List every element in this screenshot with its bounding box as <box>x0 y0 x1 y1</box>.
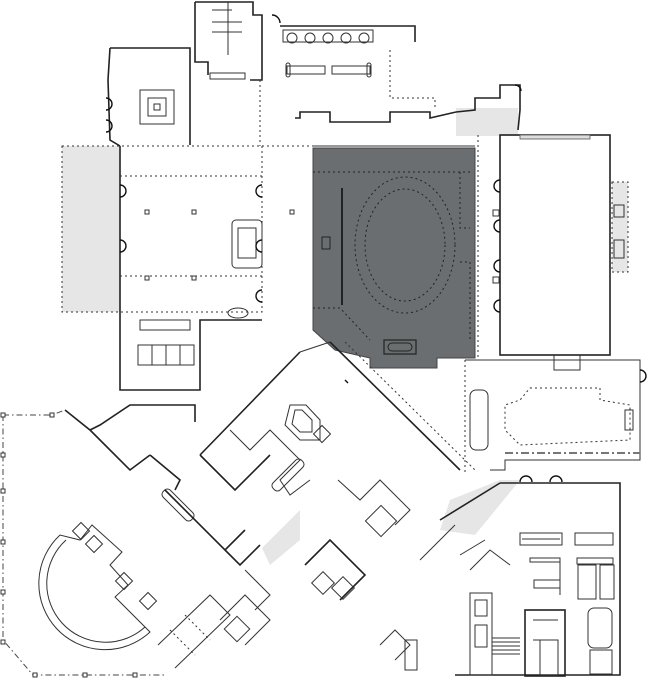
diagonal-concourse[interactable] <box>199 341 476 538</box>
north-service-wing[interactable] <box>194 1 521 147</box>
east-ballroom[interactable] <box>477 134 629 371</box>
highlighted-ballroom[interactable] <box>312 147 476 369</box>
round-tables-row <box>282 29 374 44</box>
stairs <box>492 637 520 655</box>
south-east-kitchen-block[interactable] <box>419 482 621 677</box>
southeast-terrace[interactable] <box>464 359 641 475</box>
shaded-areas <box>62 108 628 565</box>
west-diagonal-wing[interactable] <box>64 404 271 611</box>
south-terrace[interactable] <box>157 594 271 669</box>
south-central-rooms[interactable] <box>304 538 418 671</box>
west-hall[interactable] <box>61 47 295 391</box>
door-swings <box>105 14 647 483</box>
southwest-rotunda[interactable] <box>0 409 165 678</box>
